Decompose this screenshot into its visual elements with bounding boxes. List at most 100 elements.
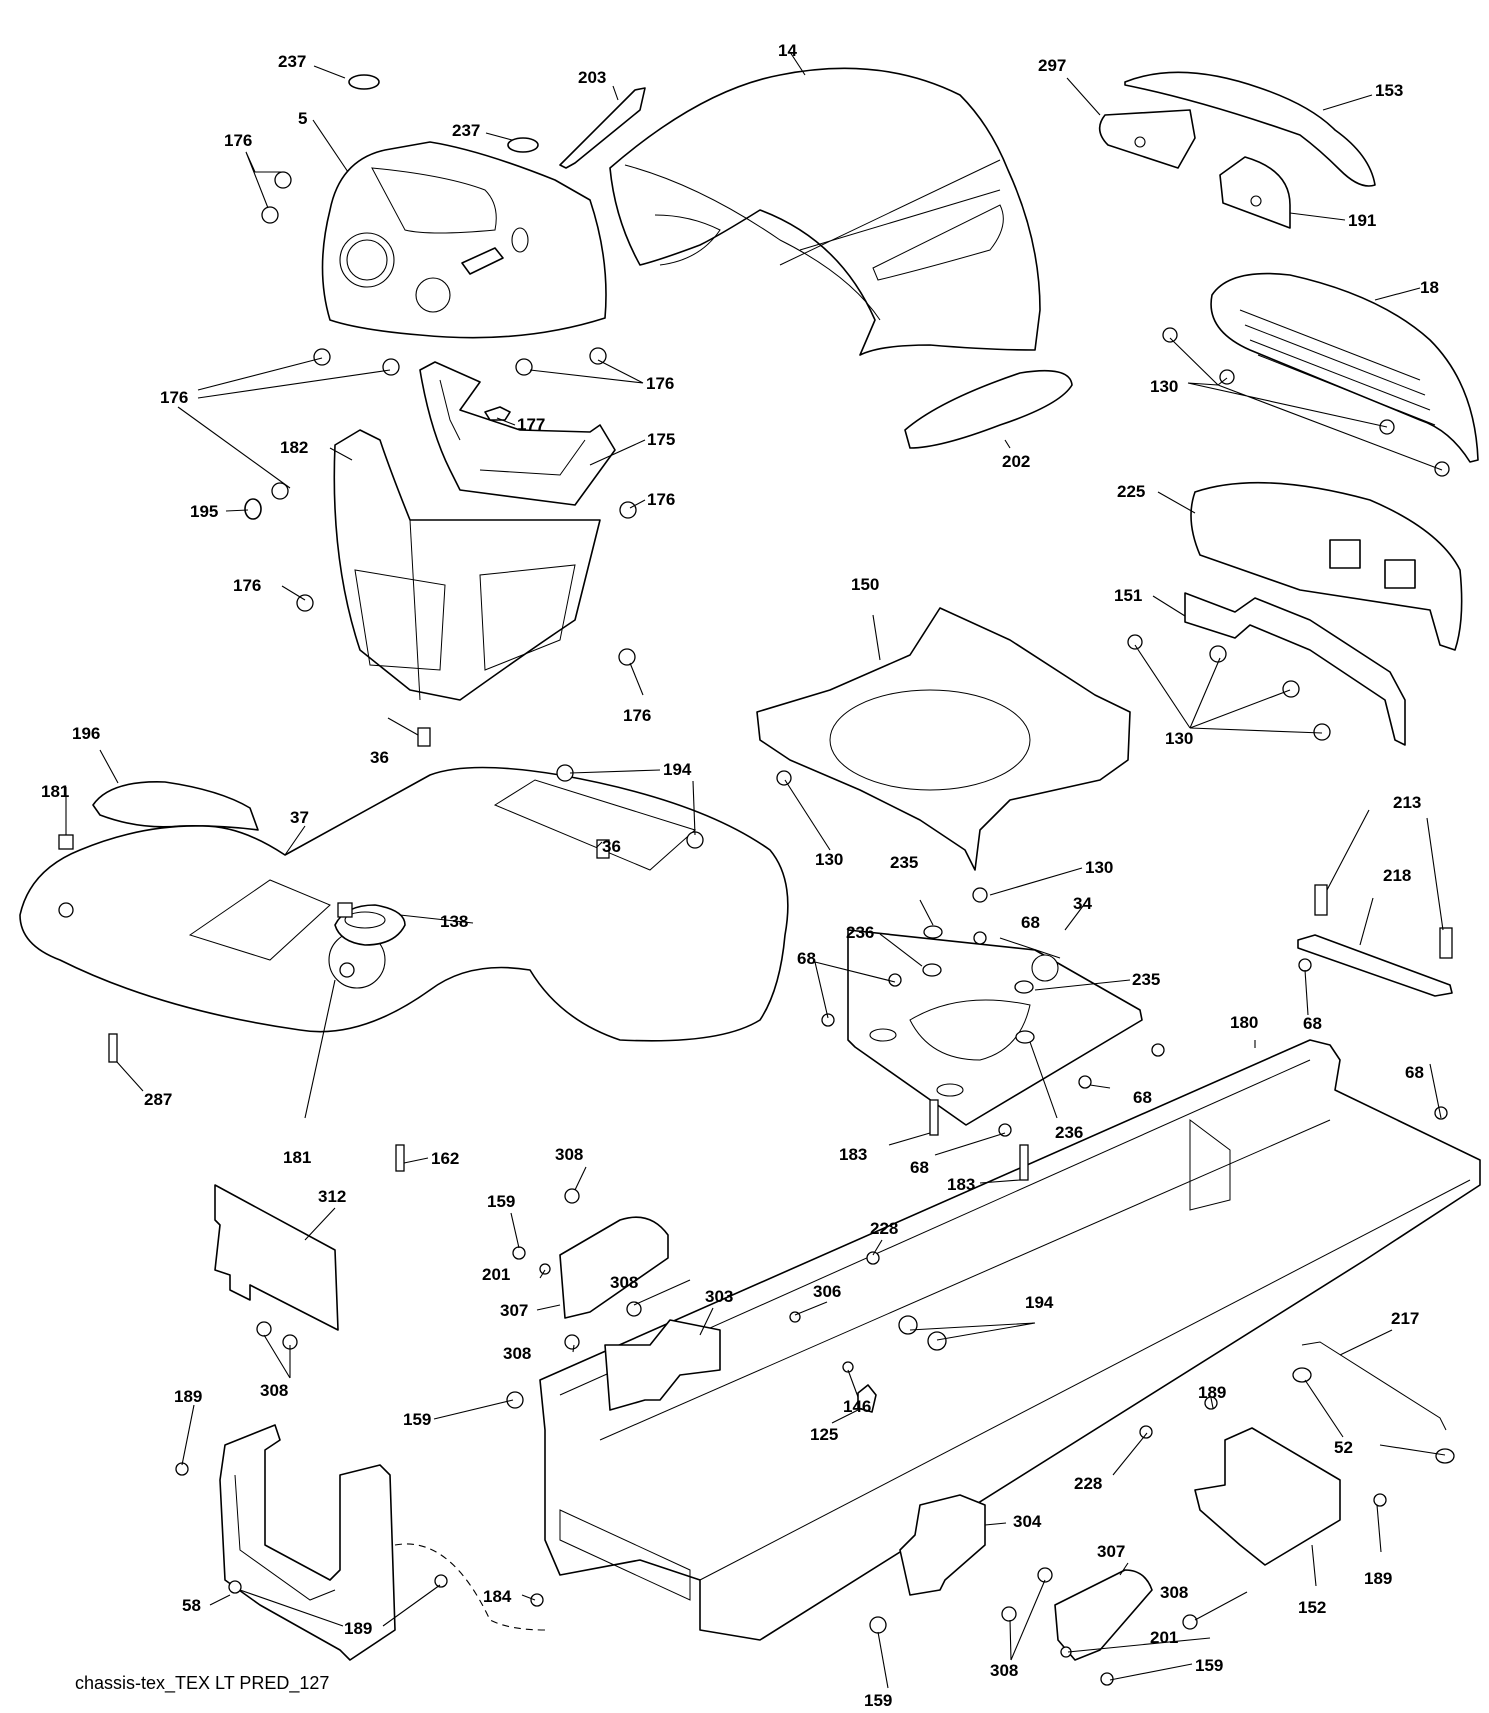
callout-177: 177 — [517, 415, 545, 434]
callout-130: 130 — [1085, 858, 1113, 877]
part-180-frame — [539, 1039, 1481, 1641]
part-34-seat-plate — [847, 929, 1143, 1126]
callout-68: 68 — [910, 1158, 929, 1177]
callout-189: 189 — [344, 1619, 372, 1638]
callout-130: 130 — [1165, 729, 1193, 748]
callout-68: 68 — [1405, 1063, 1424, 1082]
callout-228: 228 — [1074, 1474, 1102, 1493]
part-217-rod — [1301, 1341, 1447, 1431]
callout-153: 153 — [1375, 81, 1403, 100]
callout-195: 195 — [190, 502, 218, 521]
part-177-clip — [484, 406, 511, 421]
callout-37: 37 — [290, 808, 309, 827]
callout-225: 225 — [1117, 482, 1145, 501]
callout-308: 308 — [555, 1145, 583, 1164]
callout-213: 213 — [1393, 793, 1421, 812]
callout-151: 151 — [1114, 586, 1142, 605]
part-196-plate — [92, 781, 259, 831]
callout-176: 176 — [623, 706, 651, 725]
callout-194: 194 — [1025, 1293, 1054, 1312]
callout-235: 235 — [890, 853, 918, 872]
callout-235: 235 — [1132, 970, 1160, 989]
callout-176: 176 — [646, 374, 674, 393]
part-297-foam — [1098, 109, 1196, 169]
callout-307: 307 — [1097, 1542, 1125, 1561]
callout-217: 217 — [1391, 1309, 1419, 1328]
callout-236: 236 — [1055, 1123, 1083, 1142]
part-150-support — [756, 607, 1131, 871]
callout-303: 303 — [705, 1287, 733, 1306]
callout-181: 181 — [41, 782, 69, 801]
part-202-lens — [904, 369, 1073, 449]
part-14-hood — [609, 67, 1041, 356]
callout-308: 308 — [990, 1661, 1018, 1680]
callout-312: 312 — [318, 1187, 346, 1206]
callout-237: 237 — [452, 121, 480, 140]
callout-308: 308 — [610, 1273, 638, 1292]
callout-306: 306 — [813, 1282, 841, 1301]
callout-181: 181 — [283, 1148, 311, 1167]
part-191-foam — [1219, 156, 1291, 229]
callout-152: 152 — [1298, 1598, 1326, 1617]
part-37-fender — [19, 766, 789, 1042]
callout-68: 68 — [1021, 913, 1040, 932]
callout-201: 201 — [482, 1265, 510, 1284]
callout-138: 138 — [440, 912, 468, 931]
callout-236: 236 — [846, 923, 874, 942]
part-153-trim — [1124, 71, 1376, 187]
callout-5: 5 — [298, 109, 307, 128]
callout-130: 130 — [1150, 377, 1178, 396]
callout-14: 14 — [778, 41, 797, 60]
part-152-tray — [1194, 1427, 1341, 1566]
part-175-bracket — [419, 361, 616, 506]
callout-189: 189 — [1198, 1383, 1226, 1402]
callout-203: 203 — [578, 68, 606, 87]
callout-159: 159 — [487, 1192, 515, 1211]
part-218-strap — [1297, 934, 1453, 997]
callout-297: 297 — [1038, 56, 1066, 75]
callout-36: 36 — [370, 748, 389, 767]
callout-196: 196 — [72, 724, 100, 743]
callout-68: 68 — [1303, 1014, 1322, 1033]
dash-line — [394, 1543, 546, 1631]
part-151-bracket — [1184, 592, 1406, 746]
part-304-bracket — [899, 1494, 986, 1596]
callout-labels: 237 5 176 237 203 14 297 153 191 18 130 … — [41, 41, 1439, 1710]
callout-183: 183 — [947, 1175, 975, 1194]
callout-304: 304 — [1013, 1512, 1042, 1531]
callout-308: 308 — [503, 1344, 531, 1363]
part-125-clip — [857, 1384, 877, 1413]
callout-189: 189 — [1364, 1569, 1392, 1588]
callout-18: 18 — [1420, 278, 1439, 297]
part-195-plug — [244, 498, 262, 520]
part-303-bracket — [604, 1319, 721, 1411]
part-225-bumper — [1190, 481, 1463, 651]
part-182-lower-dash — [333, 429, 601, 701]
callout-308: 308 — [260, 1381, 288, 1400]
callout-159: 159 — [403, 1410, 431, 1429]
callout-307: 307 — [500, 1301, 528, 1320]
callout-182: 182 — [280, 438, 308, 457]
part-307-plate — [559, 1216, 669, 1319]
callout-159: 159 — [864, 1691, 892, 1710]
part-52-nut — [1292, 1367, 1312, 1383]
callout-184: 184 — [483, 1587, 512, 1606]
callout-201: 201 — [1150, 1628, 1178, 1647]
diagram-caption: chassis-tex_TEX LT PRED_127 — [75, 1673, 329, 1694]
callout-237: 237 — [278, 52, 306, 71]
callout-308: 308 — [1160, 1583, 1188, 1602]
callout-162: 162 — [431, 1149, 459, 1168]
callout-183: 183 — [839, 1145, 867, 1164]
callout-125: 125 — [810, 1425, 838, 1444]
callout-36: 36 — [602, 837, 621, 856]
callout-176: 176 — [160, 388, 188, 407]
callout-58: 58 — [182, 1596, 201, 1615]
part-58-bracket — [219, 1424, 396, 1661]
callout-130: 130 — [815, 850, 843, 869]
callout-176: 176 — [224, 131, 252, 150]
part-312-shield — [214, 1184, 339, 1331]
callout-176: 176 — [647, 490, 675, 509]
callout-159: 159 — [1195, 1656, 1223, 1675]
callout-194: 194 — [663, 760, 692, 779]
callout-287: 287 — [144, 1090, 172, 1109]
